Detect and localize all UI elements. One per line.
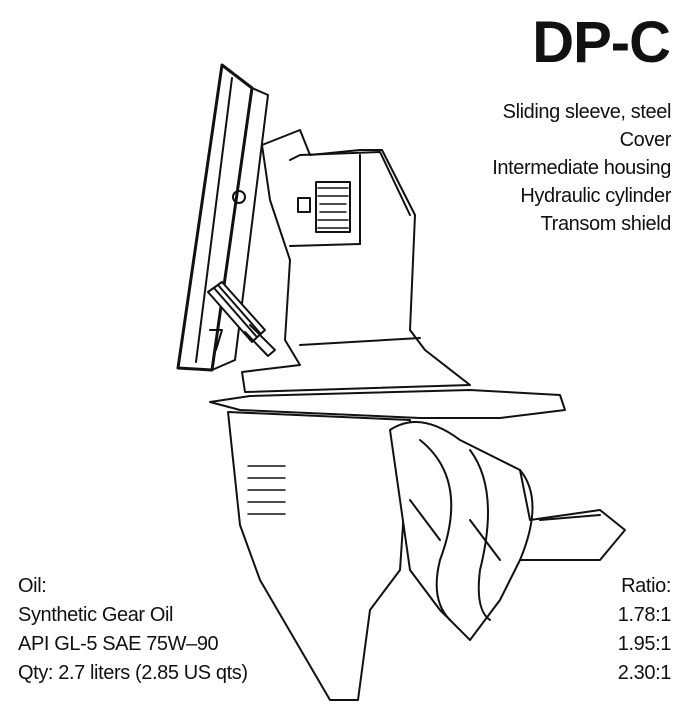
part-label: Intermediate housing <box>492 157 671 179</box>
ratio-value: 2.30:1 <box>617 662 672 684</box>
parts-list: Sliding sleeve, steel Cover Intermediate… <box>492 98 671 238</box>
part-label: Sliding sleeve, steel <box>502 101 672 123</box>
model-title: DP-C <box>532 10 671 75</box>
lower-unit <box>227 411 411 701</box>
oil-info: Oil: Synthetic Gear Oil API GL-5 SAE 75W… <box>18 572 248 688</box>
ratio-label: Ratio: <box>621 575 671 597</box>
part-label: Transom shield <box>540 213 672 235</box>
part-label: Hydraulic cylinder <box>520 185 671 207</box>
oil-spec: API GL-5 SAE 75W–90 <box>18 633 219 655</box>
gear <box>297 181 351 233</box>
ratio-value: 1.78:1 <box>617 604 672 626</box>
propeller <box>389 421 626 641</box>
part-label: Cover <box>619 129 672 151</box>
oil-label: Oil: <box>18 575 47 597</box>
anti-ventilation-plate <box>209 389 566 419</box>
intermediate-housing <box>241 129 471 393</box>
oil-qty: Qty: 2.7 liters (2.85 US qts) <box>18 662 248 684</box>
ratio-info: Ratio: 1.78:1 1.95:1 2.30:1 <box>617 572 672 688</box>
ratio-value: 1.95:1 <box>617 633 672 655</box>
hydraulic-cylinder <box>207 281 276 357</box>
oil-type: Synthetic Gear Oil <box>18 604 174 626</box>
